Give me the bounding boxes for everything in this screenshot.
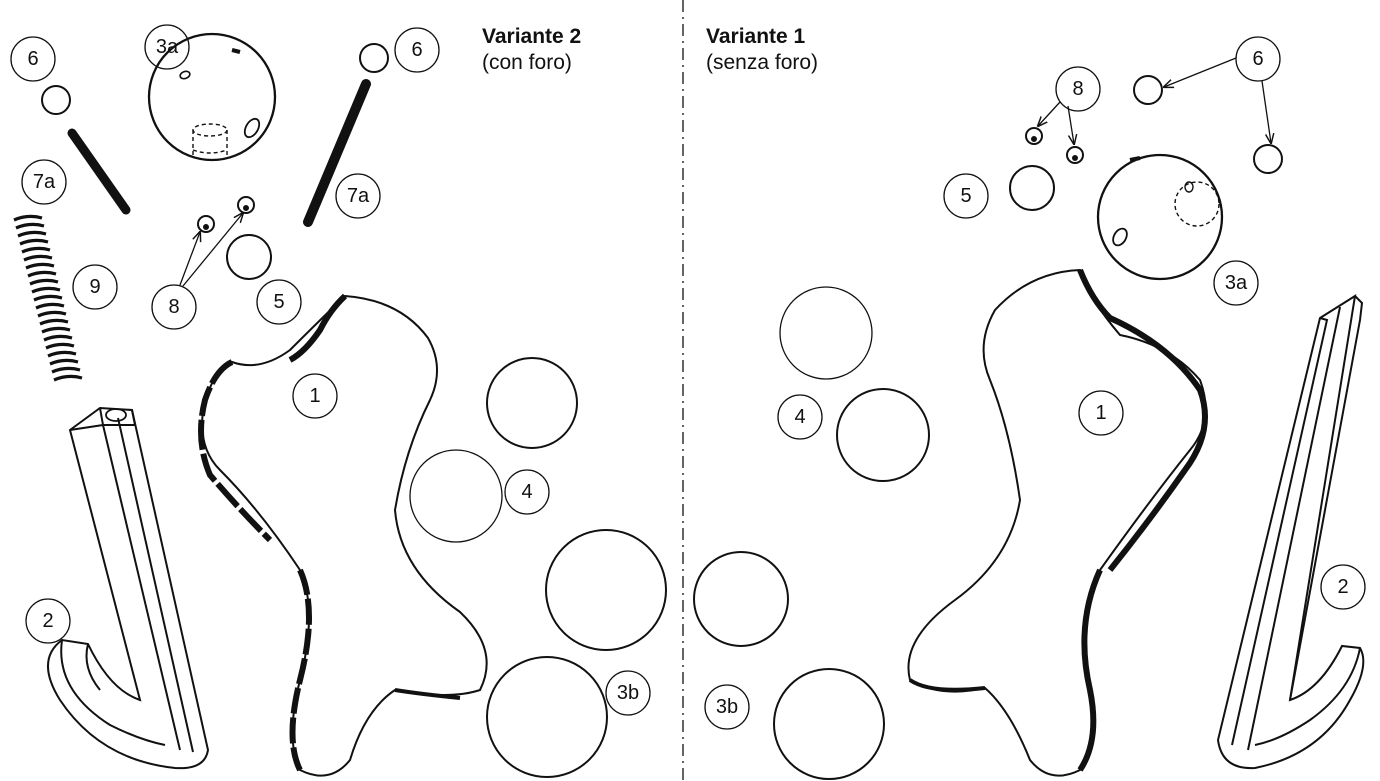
left-callout-7a-a-circle [21, 159, 67, 205]
right-arrow-6-b [1261, 80, 1271, 143]
right-part-5-washer [1009, 165, 1055, 211]
left-part-2-hook [47, 406, 210, 770]
left-callout-7a-b: 7a [347, 185, 370, 207]
right-part-3a-ball [1096, 153, 1224, 281]
left-callout-6-b: 6 [411, 39, 422, 61]
right-callout-3a: 3a [1225, 272, 1248, 294]
left-callout-6-a-circle [10, 36, 56, 82]
right-part-6-ring-a [1133, 75, 1163, 105]
variant-2-subtitle: (con foro) [482, 51, 572, 74]
left-callout-6-b-circle [394, 27, 440, 73]
left-part-7a-rod-b [303, 79, 371, 227]
right-callout-8-circle [1055, 66, 1101, 112]
left-callout-6-a: 6 [27, 48, 38, 70]
right-callout-2: 2 [1337, 576, 1348, 598]
right-callout-5: 5 [960, 185, 971, 207]
left-part-3b-cup-b [486, 656, 608, 778]
left-callout-8: 8 [168, 296, 179, 318]
right-panel-title: Variante 1 (senza foro) [706, 24, 818, 76]
right-callout-4-circle [777, 394, 823, 440]
left-part-6-ring-b [359, 43, 389, 73]
right-callout-2-circle [1320, 564, 1366, 610]
left-callout-3a-circle [144, 24, 190, 70]
variant-2-title: Variante 2 [482, 25, 582, 48]
left-callout-9: 9 [89, 276, 100, 298]
left-callout-1: 1 [309, 385, 320, 407]
left-callouts [10, 24, 651, 716]
right-callout-3a-circle [1213, 260, 1259, 306]
right-part-2-hook [1216, 293, 1365, 770]
left-callout-2-circle [25, 598, 71, 644]
right-callout-5-circle [943, 173, 989, 219]
left-part-4-disc-a [486, 357, 578, 449]
right-callout-1-circle [1078, 390, 1124, 436]
left-part-6-ring-a [41, 85, 71, 115]
left-callout-7a-a: 7a [33, 171, 56, 193]
right-callout-6: 6 [1252, 48, 1263, 70]
right-part-8-screws [1025, 127, 1084, 164]
left-callout-9-circle [72, 264, 118, 310]
left-arrow-8-a [179, 232, 200, 286]
right-part-4-disc-b [836, 388, 930, 482]
right-arrow-6-a [1164, 57, 1237, 87]
left-part-3b-cup-a [545, 529, 667, 651]
right-callouts [704, 36, 1366, 730]
variant-1-subtitle: (senza foro) [706, 51, 819, 74]
left-panel-title: Variante 2 (con foro) [482, 24, 581, 76]
right-arrow-8-b [1067, 105, 1074, 144]
left-callout-3a: 3a [156, 36, 179, 58]
left-callout-3b-circle [605, 670, 651, 716]
variant-1-title: Variante 1 [706, 25, 806, 48]
right-panel-drawing [693, 57, 1365, 780]
left-part-7a-rod-a [67, 128, 131, 215]
left-part-1-body [198, 293, 488, 777]
left-part-3a-ball [147, 32, 277, 162]
right-callout-6-circle [1235, 36, 1281, 82]
left-callout-5-circle [256, 279, 302, 325]
left-callout-1-circle [292, 373, 338, 419]
left-part-5-washer [226, 234, 272, 280]
left-part-9-spring [13, 214, 83, 382]
left-callout-8-circle [151, 284, 197, 330]
right-callout-1: 1 [1095, 402, 1106, 424]
left-callout-4: 4 [521, 481, 532, 503]
left-callout-2: 2 [42, 610, 53, 632]
left-callout-5: 5 [273, 291, 284, 313]
right-callout-8: 8 [1072, 78, 1083, 100]
left-callout-3b: 3b [617, 682, 639, 704]
right-arrow-8-a [1038, 101, 1061, 126]
right-part-6-ring-b [1253, 144, 1283, 174]
right-callout-4: 4 [794, 406, 805, 428]
right-part-4-disc-a [779, 286, 873, 380]
left-part-4-disc-b [409, 449, 503, 543]
left-callout-7a-b-circle [335, 173, 381, 219]
right-part-3b-cup-a [693, 551, 789, 647]
right-callout-3b: 3b [716, 696, 738, 718]
left-callout-4-circle [504, 469, 550, 515]
left-panel-drawing [13, 32, 667, 778]
right-part-1-body [907, 268, 1208, 777]
right-callout-3b-circle [704, 684, 750, 730]
right-part-3b-cup-b [773, 668, 885, 780]
left-arrow-8-b [182, 213, 243, 287]
left-part-8-screws [197, 196, 255, 233]
